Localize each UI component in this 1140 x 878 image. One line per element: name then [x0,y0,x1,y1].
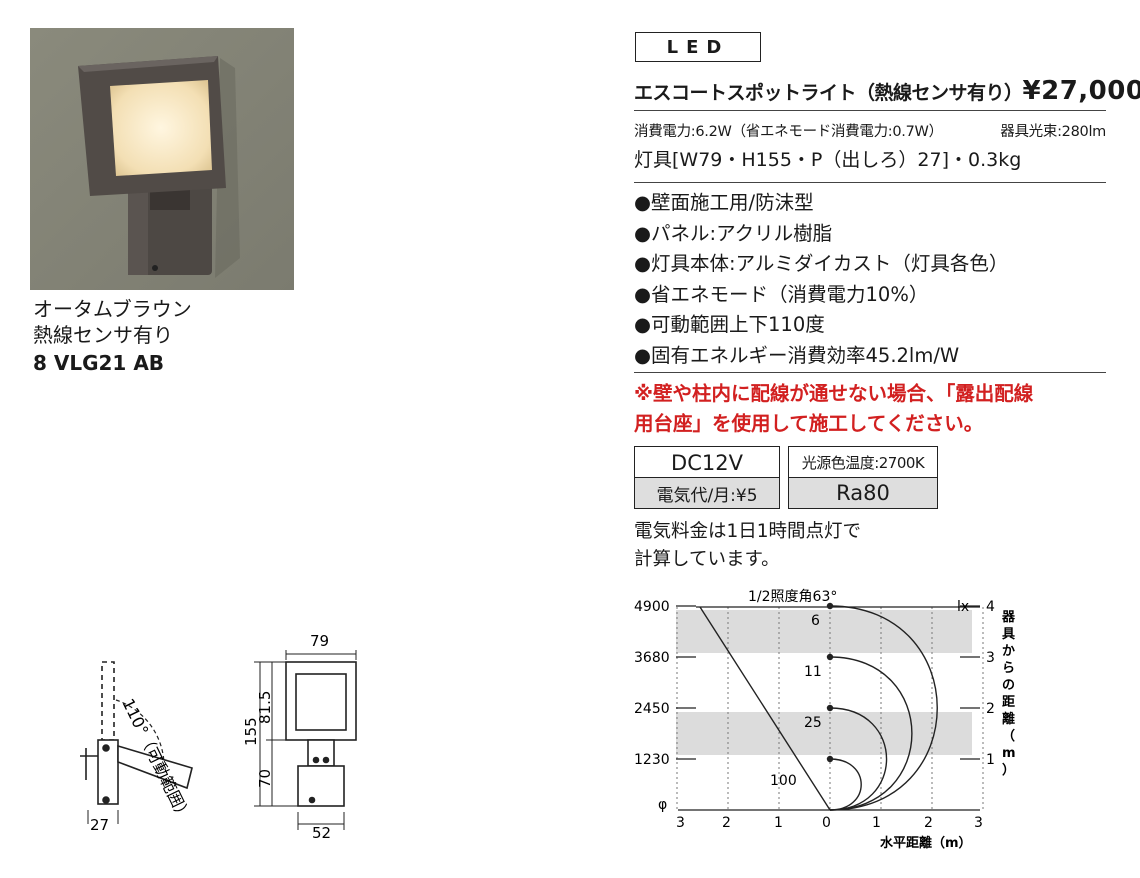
color-temp-cell: 光源色温度:2700K [788,446,938,479]
ra-cell: Ra80 [788,477,938,509]
feature-item: ●壁面施工用/防沫型 [634,191,814,214]
y-axis-label-char: （ [1002,728,1015,744]
diameter-symbol: φ [658,797,667,813]
joint [307,739,335,767]
y-axis-label-char: m [1002,746,1016,761]
distance-band [676,712,972,755]
dimension-drawing: 110°（可動範囲） 27 79 52 155 81.5 70 [80,632,357,840]
lux-unit: lx [957,599,969,615]
divider [634,372,1106,373]
divider [634,110,1106,111]
illuminance-curve [829,758,862,811]
model-code: 8 VLG21 AB [33,351,165,375]
distance-label: 1 [986,752,995,768]
illuminance-curve [829,656,913,811]
illuminance-curve [829,605,938,811]
feature-list: ●壁面施工用/防沫型 ●パネル:アクリル樹脂 ●灯具本体:アルミダイカスト（灯具… [634,188,1008,371]
height-upper-label: 81.5 [256,691,274,724]
measure-point [826,653,834,661]
height-lower-label: 70 [256,769,274,788]
lamp-head-front [285,661,357,741]
distance-bands [676,610,972,755]
distance-label: 4 [986,599,995,615]
y-axis-label-char: 具 [1002,627,1015,642]
bracket [97,739,119,805]
y-axis-label-char: ） [1002,762,1015,778]
x-tick: 3 [974,815,983,831]
illuminance-curve [829,707,888,811]
dimensions-spec: 灯具[W79・H155・P（出しろ）27]・0.3kg [634,149,1022,171]
x-tick: 2 [722,815,731,831]
power-consumption: 消費電力:6.2W（省エネモード消費電力:0.7W） [634,124,943,140]
lux-value: 6 [811,613,820,629]
feature-item: ●固有エネルギー消費効率45.2lm/W [634,343,960,367]
y-axis-label-char: の [1002,678,1015,693]
y-axis-label-char: 器 [1001,610,1016,625]
calc-note-line2: 計算しています。 [634,549,780,570]
y-axis-label-char: か [1002,644,1015,659]
price: ¥27,000 [1022,76,1140,106]
lamp-head-side [117,744,193,790]
height-total-label: 155 [242,717,260,746]
color-name: オータムブラウン [33,297,192,321]
x-tick: 0 [822,815,831,831]
divider [634,182,1106,183]
power-spec-row: 消費電力:6.2W（省エネモード消費電力:0.7W） 器具光束:280lm [634,120,1106,141]
y-axis-label-char: ら [1002,661,1015,676]
title-row: エスコートスポットライト（熱線センサ有り） ¥27,000 [634,76,1140,106]
y-axis-label-char: 離 [1002,711,1015,727]
diameter-label: 1230 [634,752,670,768]
sensor-text: 熱線センサ有り [33,323,173,347]
lux-value: 11 [804,664,822,680]
x-tick: 1 [872,815,881,831]
measure-point [826,602,834,610]
x-tick: 3 [676,815,685,831]
movable-range-dashed [101,661,115,741]
front-view [254,650,357,830]
base [297,765,345,807]
x-tick: 1 [774,815,783,831]
luminous-flux: 器具光束:280lm [1000,124,1106,140]
diameter-label: 2450 [634,701,670,717]
feature-item: ●可動範囲上下110度 [634,313,825,336]
product-name: エスコートスポットライト（熱線センサ有り） [634,82,1023,104]
illuminance-curves [826,602,938,811]
distance-label: 3 [986,650,995,666]
voltage-cell: DC12V [634,446,780,479]
chart-title: 1/2照度角63° [748,589,837,605]
light-distribution-chart: 1/2照度角63° lx φ 4900 3680 2450 1230 4 3 2… [634,589,1016,851]
diameter-label: 3680 [634,650,670,666]
feature-item: ●パネル:アクリル樹脂 [634,221,833,245]
category-badge: LED [635,32,761,62]
depth-label: 27 [90,816,109,834]
lux-value: 25 [804,715,822,731]
measure-point [826,755,834,763]
feature-item: ●省エネモード（消費電力10%） [634,282,929,306]
side-view [80,661,193,824]
width-label: 79 [310,632,329,650]
wiring-note-line2: 用台座」を使用して施工してください。 [634,412,984,435]
product-photo [30,28,294,290]
wiring-note-line1: ※壁や柱内に配線が通せない場合、「露出配線 [634,382,1034,405]
feature-item: ●灯具本体:アルミダイカスト（灯具各色） [634,252,1009,275]
diameter-label: 4900 [634,599,670,615]
measure-point [826,704,834,712]
lux-value: 100 [770,773,797,789]
calc-note-line1: 電気料金は1日1時間点灯で [634,521,862,542]
x-tick: 2 [924,815,933,831]
lens-panel [295,673,347,731]
y-axis-label-char: 距 [1002,695,1015,710]
half-angle-line [699,606,831,811]
distance-label: 2 [986,701,995,717]
x-axis-label: 水平距離（m） [880,835,972,851]
distance-band [676,610,972,653]
base-width-label: 52 [312,824,331,840]
electricity-cost-cell: 電気代/月:¥5 [634,477,780,509]
